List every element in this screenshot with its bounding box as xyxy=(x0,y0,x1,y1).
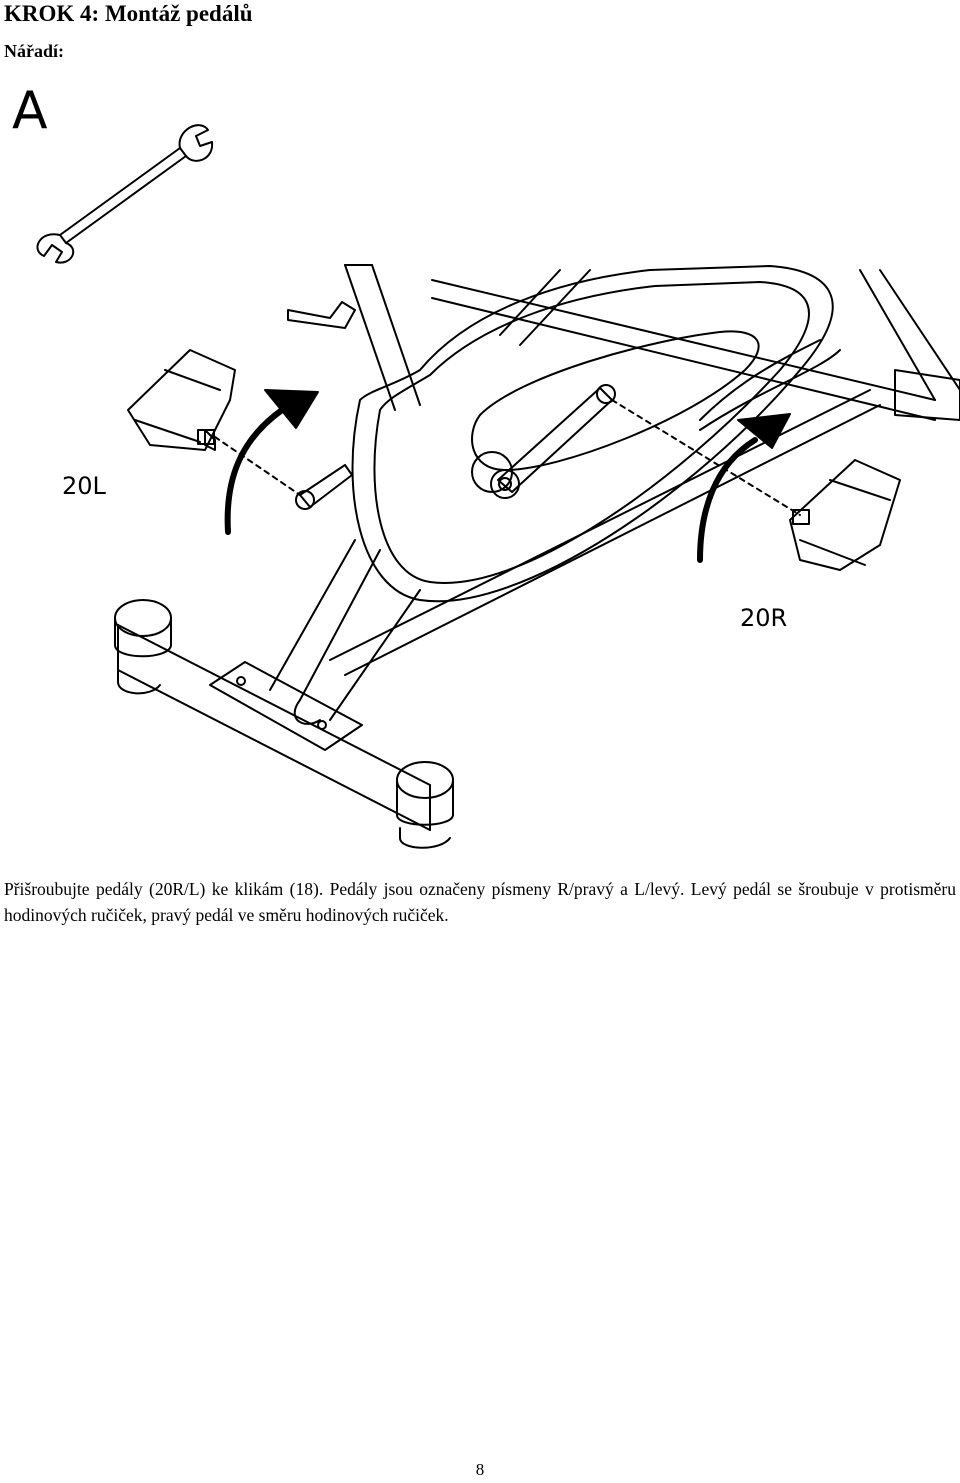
left-pedal-label: 20L xyxy=(62,472,107,500)
counterclockwise-arrow-icon xyxy=(224,389,319,535)
page-number: 8 xyxy=(475,1460,485,1479)
right-pedal-label: 20R xyxy=(740,604,787,632)
page-title: KROK 4: Montáž pedálů xyxy=(4,1,253,26)
instructions-paragraph: Přišroubujte pedály (20R/L) ke klikám (1… xyxy=(4,879,956,925)
right-guide-line xyxy=(611,399,801,516)
base-stabilizer xyxy=(114,599,454,849)
right-pedal xyxy=(789,459,901,571)
left-guide-line xyxy=(214,436,301,496)
tool-letter: A xyxy=(12,81,48,141)
left-pedal xyxy=(127,349,236,451)
tools-heading: Nářadí: xyxy=(4,41,64,61)
bike-frame xyxy=(114,264,960,849)
clockwise-arrow-icon xyxy=(697,413,791,563)
assembly-illustration: A xyxy=(0,70,960,860)
left-crank-arm xyxy=(295,464,353,510)
wrench-icon xyxy=(36,124,214,264)
crank-arm xyxy=(471,384,616,499)
